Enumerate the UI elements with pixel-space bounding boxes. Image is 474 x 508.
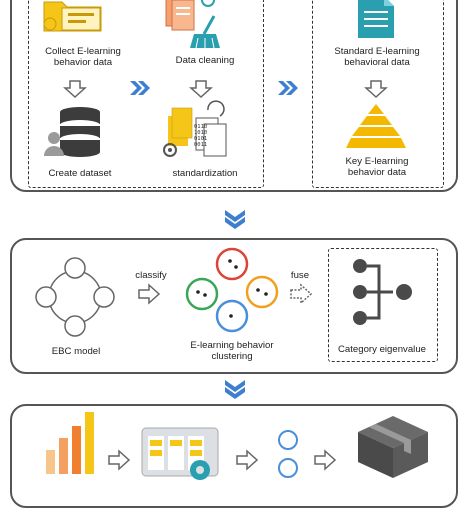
database-icon [44, 107, 100, 157]
down-arrow-icon [189, 80, 213, 99]
double-chevron-right-icon [278, 81, 298, 95]
cluster-group-icon [185, 247, 279, 333]
double-chevron-down-icon [225, 380, 245, 399]
data-document-icon [358, 0, 394, 38]
category-eigenvalue-label: Category eigenvalue [337, 344, 426, 355]
right-arrow-icon [314, 449, 337, 471]
standard-data-label: Standard E-learning behavioral data [334, 46, 420, 68]
clustering-label: E-learning behavior clustering [190, 340, 274, 362]
category-eigenvalue-box [328, 248, 438, 362]
standardization-icon [163, 100, 227, 157]
fuse-label: fuse [290, 270, 310, 281]
double-chevron-right-icon [130, 81, 150, 95]
create-dataset-label: Create dataset [48, 168, 112, 179]
binary-line: 0110 [194, 124, 208, 130]
right-arrow-icon [236, 449, 259, 471]
right-arrow-icon [108, 449, 131, 471]
key-data-label: Key E-learning behavior data [345, 156, 409, 178]
binary-line: 0011 [194, 142, 208, 148]
data-cleaning-label: Data cleaning [175, 55, 235, 66]
down-arrow-icon [364, 80, 388, 99]
document-icon [165, 0, 215, 31]
down-arrow-icon [63, 80, 87, 99]
ebc-model-icon [35, 257, 115, 337]
folder-icon [43, 1, 102, 32]
binary-column: 0110 1010 0101 0011 [194, 124, 207, 148]
binary-line: 0101 [194, 136, 208, 142]
box-icon [358, 416, 428, 478]
dashboard-icon [141, 427, 219, 480]
collect-label: Collect E-learning behavior data [45, 46, 121, 68]
node-graph-icon [278, 430, 298, 478]
pyramid-icon [346, 104, 406, 148]
broom-icon [190, 15, 220, 49]
preprocessing-group [28, 0, 264, 188]
bar-chart-icon [46, 412, 94, 474]
classify-label: classify [135, 270, 167, 281]
double-chevron-down-icon [225, 210, 245, 229]
standardization-label: standardization [172, 168, 238, 179]
ebc-model-label: EBC model [51, 346, 101, 357]
key-behavior-group [312, 0, 444, 188]
right-arrow-icon [138, 283, 161, 305]
binary-line: 1010 [194, 130, 208, 136]
hierarchy-icon [353, 259, 412, 325]
dashed-right-arrow-icon [290, 283, 313, 305]
